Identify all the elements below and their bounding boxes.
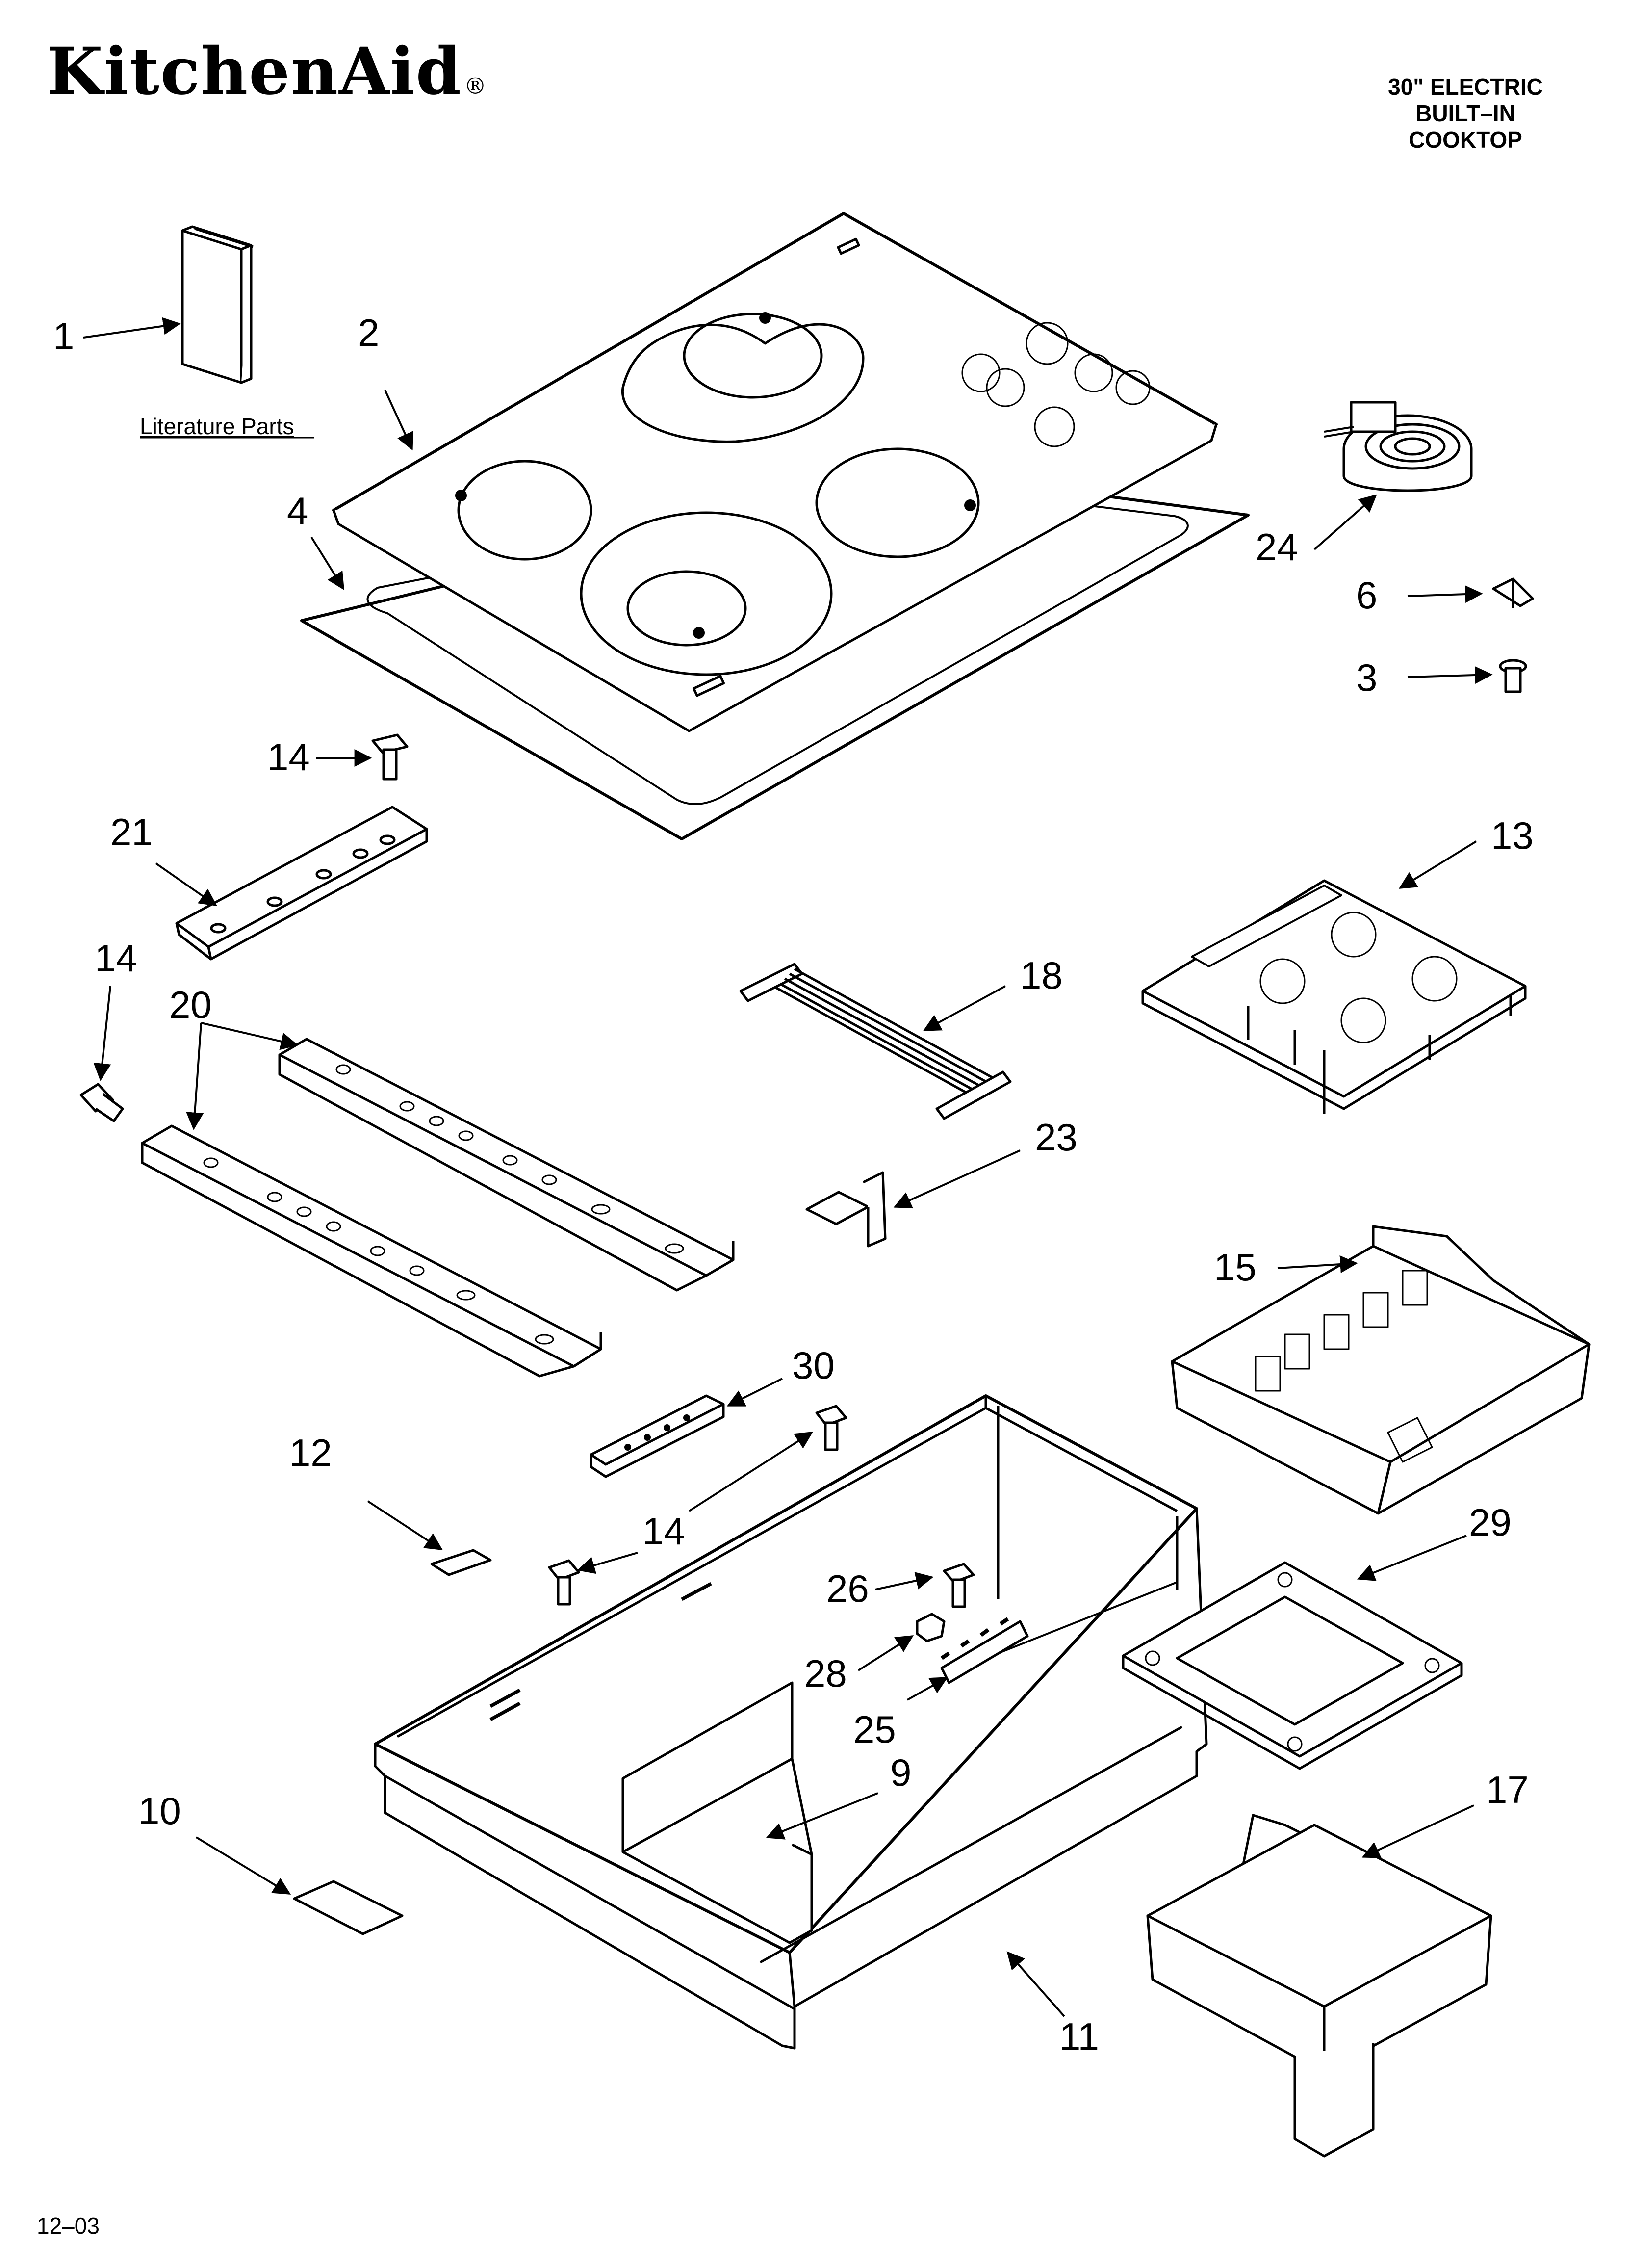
callout-24: 24 [1256, 525, 1298, 569]
side-bracket-upper [278, 1038, 735, 1292]
screw-14-right [815, 1405, 847, 1451]
callout-11: 11 [1059, 2015, 1099, 2058]
footer-code: 12–03 [37, 2213, 100, 2239]
title-line-2: BUILT–IN [1415, 101, 1515, 126]
callout-14-side: 14 [95, 937, 137, 980]
callout-30: 30 [792, 1344, 835, 1387]
callout-9: 9 [890, 1751, 911, 1794]
callout-14-lower: 14 [642, 1510, 685, 1553]
screw-3 [1499, 659, 1527, 693]
callout-20: 20 [169, 983, 212, 1026]
screw-14-side [79, 1083, 124, 1122]
title-line-3: COOKTOP [1409, 127, 1522, 153]
screw-14-upper [371, 733, 409, 781]
terminal-block [940, 1617, 1029, 1684]
callout-6: 6 [1356, 574, 1377, 617]
literature-parts-label: Literature Parts [140, 414, 294, 439]
electrical-box [1146, 1814, 1492, 2158]
callout-23: 23 [1035, 1116, 1078, 1159]
ribbon-cable [739, 963, 1012, 1120]
cooktop-chassis [374, 1394, 1208, 2050]
callout-25: 25 [853, 1708, 896, 1751]
literature-booklet [181, 225, 254, 384]
callout-26: 26 [826, 1567, 869, 1610]
touch-control-board [1141, 879, 1527, 1114]
callout-18: 18 [1020, 954, 1063, 997]
glass-cooktop [332, 212, 1218, 732]
inner-heat-shield [621, 1681, 813, 1944]
callout-28: 28 [804, 1652, 847, 1695]
callout-29: 29 [1469, 1501, 1512, 1544]
screw-14-left [548, 1559, 580, 1606]
callout-12: 12 [289, 1431, 332, 1474]
callout-10: 10 [138, 1789, 181, 1832]
registered-mark: ® [464, 73, 487, 99]
terminal-strip [590, 1394, 725, 1478]
relay-board-housing [1171, 1225, 1591, 1515]
rear-bracket [175, 806, 428, 961]
model-title: 30" ELECTRIC BUILT–IN COOKTOP [1343, 74, 1588, 153]
title-line-1: 30" ELECTRIC [1388, 74, 1543, 100]
callout-2: 2 [358, 311, 379, 354]
callout-21: 21 [110, 810, 153, 854]
callout-14-upper: 14 [267, 735, 310, 779]
callout-17: 17 [1486, 1768, 1529, 1811]
kitchenaid-logo: KitchenAid® [47, 39, 487, 104]
callout-4: 4 [287, 489, 308, 532]
mounting-plate [1122, 1561, 1463, 1770]
callout-1: 1 [53, 314, 74, 358]
side-bracket-lower [141, 1124, 602, 1378]
brand-name: KitchenAid [47, 33, 462, 109]
small-plate-10 [293, 1880, 404, 1935]
small-bracket [805, 1171, 887, 1248]
nut-28 [916, 1613, 946, 1642]
radiant-element [1324, 401, 1473, 492]
small-plate [430, 1549, 492, 1576]
callout-15: 15 [1214, 1246, 1257, 1289]
element-clip [1492, 577, 1534, 608]
callout-13: 13 [1491, 814, 1534, 857]
callout-3: 3 [1356, 656, 1377, 699]
screw-26 [943, 1563, 975, 1608]
